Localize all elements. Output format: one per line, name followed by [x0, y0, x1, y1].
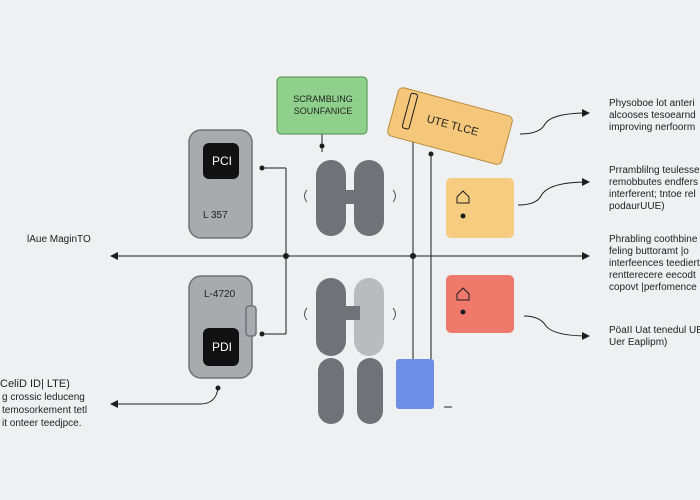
pci-chip-bg [203, 143, 239, 179]
bottom-left-line: it onteer teedjpce. [2, 418, 82, 429]
home-icon [456, 287, 470, 301]
junction-dot-left [283, 253, 289, 259]
pci-value-label: L 357 [203, 210, 228, 221]
ute-tlce-box-group [387, 87, 513, 165]
bracket-right-bottom [392, 307, 396, 321]
note4-curve [523, 315, 590, 340]
pci-dot [259, 165, 265, 171]
pdi-panel-tab [245, 305, 257, 337]
bottom-left-line: g crossic leduceng [2, 392, 85, 403]
pdi-value-label: L-4720 [204, 289, 236, 300]
red-box-dot [460, 309, 466, 315]
bottom-left-line: temosorkement tetl [2, 405, 88, 416]
bracket-right-top [392, 189, 396, 203]
home-icon [456, 190, 470, 204]
red-box [446, 275, 514, 333]
pdi-chip-label: PDI [212, 340, 233, 354]
yellow-box-dot [460, 213, 466, 219]
ute-tlce-stick [401, 92, 419, 130]
right-note-2: Prramblilng teulesse remobbutes endfers … [609, 165, 700, 212]
pci-chip-label: PCI [212, 154, 233, 168]
bracket-left-bottom [304, 307, 308, 321]
right-note-1: Physoboe lot anteri alcooses tesoearnd i… [609, 98, 696, 133]
bracket-left-top [304, 189, 308, 203]
note2-curve [517, 178, 590, 206]
orange-dot [428, 151, 434, 157]
left-axis-label: lAue MaginTO [27, 234, 91, 245]
green-dot [319, 143, 325, 149]
ute-tlce-box [387, 87, 513, 165]
bottom-left-dot [215, 385, 221, 391]
pill-pair-bottom [318, 358, 383, 424]
scrambling-box [276, 76, 368, 135]
yellow-box [446, 178, 514, 238]
pdi-chip-bg [203, 328, 239, 366]
right-note-3: Phrabling coothbine feling buttoramt |o … [609, 234, 700, 293]
bottom-left-title: CeliD ID| LTE) [0, 378, 70, 390]
blue-box [396, 359, 434, 409]
bottom-left-curve [110, 387, 219, 408]
pdi-dot [259, 331, 265, 337]
scrambling-label: SCRAMBLING SOUNFANICE [293, 94, 353, 116]
pill-pair-middle [316, 278, 384, 356]
main-horizontal-arrow-left [110, 252, 118, 260]
right-note-4: PöaII Uat tenedul UE Uer Eaplipm) [609, 325, 700, 348]
pill-pair-top [316, 160, 384, 236]
note1-curve [519, 109, 590, 135]
